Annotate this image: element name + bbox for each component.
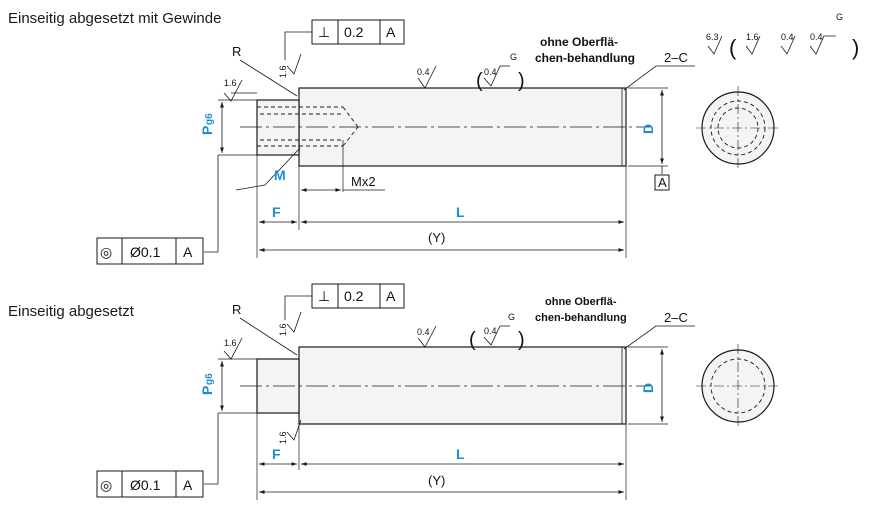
surface-step-value: 1.6 xyxy=(224,338,237,348)
r-label: R xyxy=(232,302,241,317)
r-label: R xyxy=(232,44,241,59)
shaft-body xyxy=(298,346,627,425)
bracket-close: ) xyxy=(518,329,525,351)
dim-y-label: (Y) xyxy=(428,230,445,245)
perpendicularity-frame xyxy=(311,19,405,45)
drawing2-title: Einseitig abgesetzt xyxy=(8,303,135,320)
note-line-2: chen-behandlung xyxy=(535,312,627,324)
surface-mark-bracket xyxy=(483,325,501,346)
legend-bracket-open: ( xyxy=(729,35,737,60)
legend-mark-04a xyxy=(780,35,796,55)
dim-f-label: F xyxy=(272,204,281,220)
legend-bracket-close: ) xyxy=(852,35,859,60)
g-symbol: G xyxy=(510,52,517,62)
conc-datum: A xyxy=(183,477,193,493)
legend-g: G xyxy=(836,12,843,22)
surface-body-value: 0.4 xyxy=(417,67,430,77)
surface-mark-step xyxy=(223,337,243,360)
legend-16: 1.6 xyxy=(746,32,759,42)
drawing-plain-shaft: Einseitig abgesetzt P g6 D F L (Y) R xyxy=(8,283,780,500)
conc-value: Ø0.1 xyxy=(130,477,161,493)
legend-63: 6.3 xyxy=(706,32,719,42)
surface-mark-step xyxy=(223,79,243,102)
dim-f-label: F xyxy=(272,446,281,462)
legend-mark-63 xyxy=(707,35,723,55)
surface-step-value: 1.6 xyxy=(224,78,237,88)
chamfer-leader xyxy=(623,65,695,91)
surface-bracket-value: 0.4 xyxy=(484,326,497,336)
dim-d-label: D xyxy=(640,124,656,134)
dim-p-sub-label: g6 xyxy=(204,113,215,125)
note-line-2: chen-behandlung xyxy=(535,51,635,65)
dim-m-label: M xyxy=(274,167,286,183)
surface-mark-bracket xyxy=(483,65,501,87)
legend-mark-16 xyxy=(745,35,761,55)
legend-mark-04b xyxy=(809,35,836,55)
r-leader xyxy=(239,59,298,97)
concentricity-frame xyxy=(96,470,204,498)
m-leader xyxy=(235,147,301,191)
bracket-open: ( xyxy=(469,329,476,351)
conc-symbol: ◎ xyxy=(100,244,112,260)
chamfer-label: 2–C xyxy=(664,310,688,325)
perp-datum: A xyxy=(386,288,396,304)
note-line-1: ohne Oberflä- xyxy=(540,35,618,49)
perp-symbol: ⊥ xyxy=(318,288,330,304)
surface-shoulder-value: 1.6 xyxy=(278,65,288,78)
surface-bracket-value: 0.4 xyxy=(484,67,497,77)
surface-mark-face xyxy=(286,419,302,441)
dim-p-label: P xyxy=(199,126,215,135)
g-symbol: G xyxy=(508,312,515,322)
chamfer-label: 2–C xyxy=(664,50,688,65)
legend-04b: 0.4 xyxy=(810,32,823,42)
conc-datum: A xyxy=(183,244,193,260)
bracket-close: ) xyxy=(518,70,525,92)
dim-l-label: L xyxy=(456,204,465,220)
perp-datum: A xyxy=(386,24,396,40)
drawing1-title: Einseitig abgesetzt mit Gewinde xyxy=(8,10,221,27)
surface-face-value: 1.6 xyxy=(278,431,288,444)
dim-p-sub-label: g6 xyxy=(204,373,215,385)
surface-shoulder-value: 1.6 xyxy=(278,323,288,336)
drawing-threaded-shaft: Einseitig abgesetzt mit Gewinde P g6 D xyxy=(8,10,859,265)
perp-value: 0.2 xyxy=(344,288,364,304)
thread-hidden-lines xyxy=(257,106,359,147)
datum-a-label: A xyxy=(658,175,667,190)
concentricity-frame xyxy=(96,237,204,265)
perp-symbol: ⊥ xyxy=(318,24,330,40)
dim-p-label: P xyxy=(199,386,215,395)
surface-mark-body xyxy=(417,325,437,348)
shaft-step xyxy=(256,99,300,156)
surface-body-value: 0.4 xyxy=(417,327,430,337)
r-leader xyxy=(239,317,298,356)
surface-mark-shoulder xyxy=(286,53,302,75)
surface-mark-body xyxy=(417,65,437,89)
datum-a-box xyxy=(654,174,670,191)
dim-y-label: (Y) xyxy=(428,473,445,488)
chamfer-leader xyxy=(623,325,695,350)
legend-04a: 0.4 xyxy=(781,32,794,42)
note-line-1: ohne Oberflä- xyxy=(545,296,617,308)
conc-value: Ø0.1 xyxy=(130,244,161,260)
dim-l-label: L xyxy=(456,446,465,462)
conc-symbol: ◎ xyxy=(100,477,112,493)
bracket-open: ( xyxy=(476,70,483,92)
perp-value: 0.2 xyxy=(344,24,364,40)
dim-mx2-label: Mx2 xyxy=(351,174,376,189)
surface-mark-shoulder xyxy=(286,311,302,333)
dim-d-label: D xyxy=(640,383,656,393)
